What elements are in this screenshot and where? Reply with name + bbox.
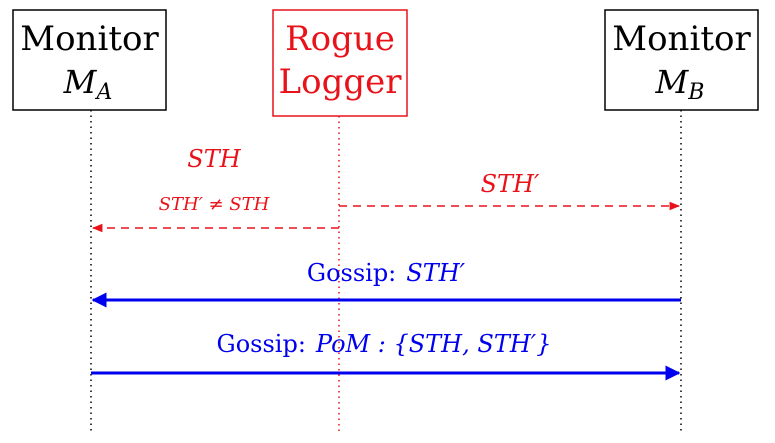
gossip-pom-value: PoM : {STH, STH′} <box>315 330 552 358</box>
participant-rogue-logger: Rogue Logger <box>272 9 408 117</box>
participant-box-rogue-logger <box>272 9 408 117</box>
participant-title-logger: Logger <box>279 62 403 102</box>
label-gossip-sth-prime: Gossip: STH′ <box>307 259 466 287</box>
participant-title-rogue: Rogue <box>285 19 395 59</box>
label-sth: STH <box>187 145 241 173</box>
gossip-pom-prefix: Gossip: <box>217 330 306 358</box>
participant-title-monitor-b: Monitor <box>612 19 751 59</box>
symbol-sub-b: B <box>687 80 704 105</box>
participant-box-monitor-b <box>604 9 759 111</box>
symbol-main-b: M <box>655 63 690 101</box>
participant-title-monitor-a: Monitor <box>20 19 159 59</box>
participant-box-monitor-a <box>12 9 167 111</box>
label-sth-mismatch: STH′ ≠ STH <box>159 194 270 215</box>
label-sth-prime-to-b: STH′ <box>481 170 540 198</box>
participant-monitor-a: Monitor MA <box>12 9 167 111</box>
label-gossip-pom: Gossip: PoM : {STH, STH′} <box>217 330 552 358</box>
participant-symbol-monitor-b: MB <box>655 63 705 105</box>
symbol-sub-a: A <box>94 80 112 105</box>
symbol-main-a: M <box>63 63 98 101</box>
participant-symbol-monitor-a: MA <box>63 63 113 105</box>
gossip-sth-prime-prefix: Gossip: <box>307 259 396 287</box>
gossip-sth-prime-value: STH′ <box>406 259 465 287</box>
participant-monitor-b: Monitor MB <box>604 9 759 111</box>
